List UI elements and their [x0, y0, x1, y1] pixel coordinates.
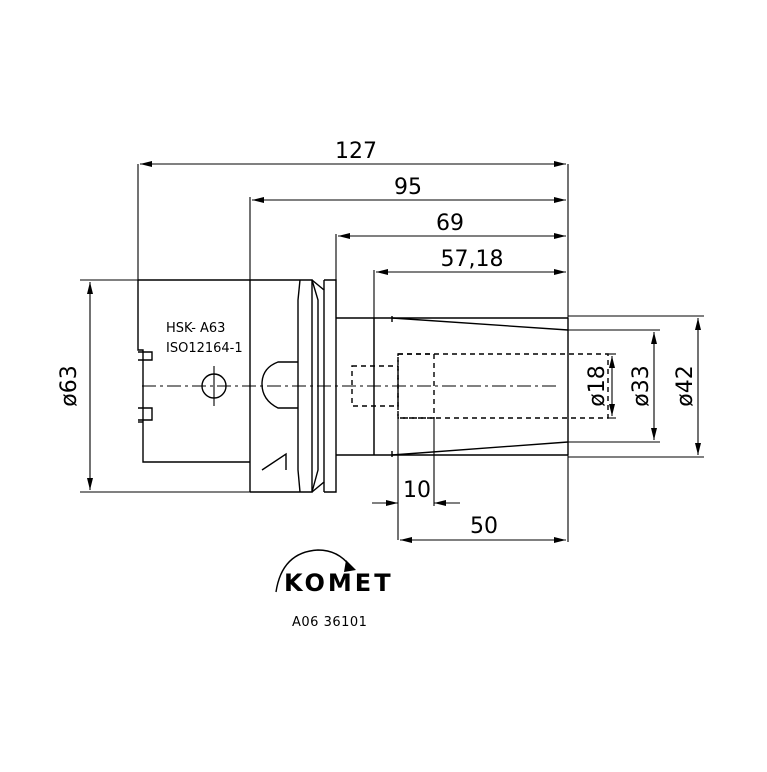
komet-logo-text: KOMET — [284, 569, 394, 597]
dim-42-label: ø42 — [673, 365, 698, 406]
dimension-69: 69 — [335, 211, 566, 318]
dimension-57-18: 57,18 — [373, 247, 566, 455]
dim-50-label: 50 — [470, 514, 498, 539]
dim-33-label: ø33 — [629, 365, 654, 406]
dim-127-label: 127 — [335, 139, 377, 164]
dim-63-label: ø63 — [57, 365, 82, 406]
dimension-50: 50 — [400, 455, 569, 543]
dim-57-label: 57,18 — [441, 247, 504, 272]
interface-label: HSK- A63 — [166, 321, 225, 336]
dimension-dia-33: ø33 — [568, 329, 660, 443]
dimension-dia-63: ø63 — [57, 279, 250, 493]
dimension-95: 95 — [249, 175, 566, 280]
dim-69-label: 69 — [436, 211, 464, 236]
komet-logo: KOMET — [275, 549, 394, 597]
dimension-dia-42: ø42 — [568, 315, 704, 458]
dimension-dia-18: ø18 — [585, 353, 616, 419]
standard-label: ISO12164-1 — [166, 341, 243, 356]
dimension-10: 10 — [372, 418, 460, 540]
dim-18-label: ø18 — [585, 365, 610, 406]
dim-95-label: 95 — [394, 175, 422, 200]
dim-10-label: 10 — [403, 478, 431, 503]
dimension-127: 127 — [137, 139, 569, 318]
part-number: A06 36101 — [292, 615, 367, 630]
